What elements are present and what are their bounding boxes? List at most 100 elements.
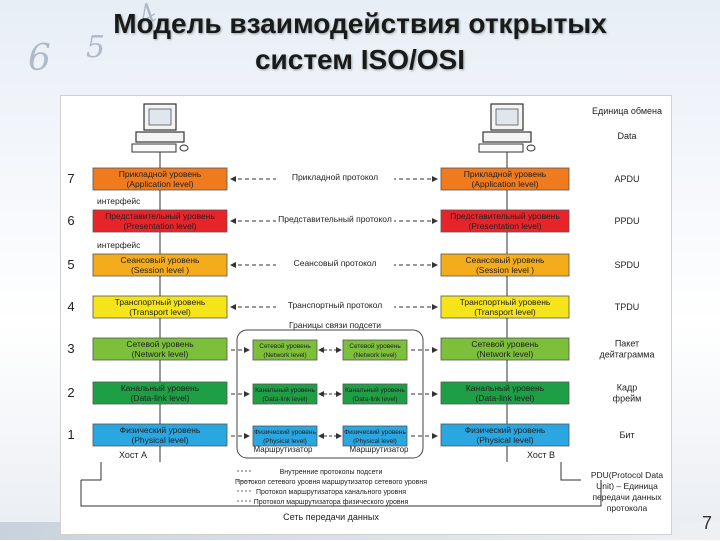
layer-number: 6 bbox=[67, 213, 74, 228]
host-a-layer-name: Сеансовый уровень bbox=[121, 255, 201, 265]
host-b-layer-en: (Presentation level) bbox=[468, 221, 541, 231]
host-b-computer-icon-screen bbox=[495, 108, 519, 126]
protocol-label-bg bbox=[276, 171, 394, 182]
pdu-label: SPDU bbox=[614, 260, 639, 270]
host-b-layer-name: Представительный уровень bbox=[450, 211, 560, 221]
host-a-layer-en: (Application level) bbox=[126, 179, 193, 189]
host-b-layer-name: Сеансовый уровень bbox=[466, 255, 546, 265]
host-b-layer-name: Сетевой уровень bbox=[471, 339, 539, 349]
unit-header-label: Единица обмена bbox=[592, 106, 662, 116]
host-a-layer-name: Физический уровень bbox=[120, 425, 201, 435]
unit-data-label: Data bbox=[617, 131, 636, 141]
router-2-layer-name: Сетевой уровень bbox=[349, 342, 401, 350]
pdu-note-line: протокола bbox=[607, 503, 648, 513]
layer-number: 4 bbox=[67, 299, 74, 314]
host-b-layer-box bbox=[440, 423, 570, 447]
network-label: Сеть передачи данных bbox=[283, 512, 379, 522]
host-a-layer-en: (Physical level) bbox=[131, 435, 188, 445]
host-b-layer-box bbox=[440, 209, 570, 233]
router-1-layer-name: Физический уровень bbox=[254, 428, 316, 436]
pdu-label: фрейм bbox=[613, 394, 642, 404]
pdu-label: Бит bbox=[619, 430, 634, 440]
host-b-layer-name: Физический уровень bbox=[465, 425, 546, 435]
host-a-layer-name: Сетевой уровень bbox=[126, 339, 194, 349]
router-1-layer-box bbox=[252, 425, 318, 447]
host-a-layer-en: (Network level) bbox=[132, 349, 189, 359]
host-a-layer-en: (Session level ) bbox=[131, 265, 189, 275]
host-b-layer-box bbox=[440, 253, 570, 277]
protocol-label: Транспортный протокол bbox=[288, 300, 383, 310]
network-line bbox=[80, 480, 602, 507]
protocol-label-bg bbox=[276, 213, 394, 224]
host-b-layer-box bbox=[440, 167, 570, 191]
pdu-label: TPDU bbox=[615, 302, 640, 312]
interface-label: интерфейс bbox=[97, 240, 141, 250]
internal-protocol-label: Протокол сетевого уровня маршрутизатор с… bbox=[235, 479, 427, 486]
host-b-layer-en: (Network level) bbox=[477, 349, 534, 359]
page-title: Модель взаимодействия открытых систем IS… bbox=[0, 6, 720, 78]
host-a-computer-icon-screen bbox=[148, 108, 172, 126]
host-b-layer-en: (Data-link level) bbox=[475, 393, 534, 403]
page-number: 7 bbox=[701, 513, 712, 533]
subnet-boundary-frame bbox=[236, 329, 424, 459]
host-b-layer-en: (Session level ) bbox=[476, 265, 534, 275]
layer-number: 5 bbox=[67, 257, 74, 272]
pdu-note-line: Unit) – Единица bbox=[596, 481, 658, 491]
protocol-label: Представительный протокол bbox=[278, 214, 392, 224]
router-1-layer-en: (Physical level) bbox=[263, 438, 307, 445]
router-2-layer-box bbox=[342, 425, 408, 447]
host-b-layer-name: Транспортный уровень bbox=[460, 297, 551, 307]
host-a-computer-icon-mouse bbox=[179, 144, 189, 152]
router-2-layer-box bbox=[342, 383, 408, 405]
host-a-layer-name: Транспортный уровень bbox=[115, 297, 206, 307]
host-a-layer-en: (Data-link level) bbox=[130, 393, 189, 403]
protocol-label: Прикладной протокол bbox=[292, 172, 378, 182]
router-2-layer-name: Канальный уровень bbox=[345, 386, 405, 394]
host-b-computer-icon-case bbox=[482, 131, 532, 143]
host-b-layer-box bbox=[440, 295, 570, 319]
pdu-note-line: PDU(Protocol Data bbox=[591, 470, 664, 480]
host-b-label: Хост В bbox=[527, 450, 555, 460]
pdu-label: дейтаграмма bbox=[600, 350, 655, 360]
internal-protocol-label: Внутренние протоколы подсети bbox=[280, 469, 383, 476]
pdu-note-line: передачи данных bbox=[592, 492, 662, 502]
protocol-label-bg bbox=[276, 299, 394, 310]
layer-number: 3 bbox=[67, 341, 74, 356]
host-a-layer-name: Представительный уровень bbox=[105, 211, 215, 221]
host-b-layer-box bbox=[440, 337, 570, 361]
router-1-layer-name: Канальный уровень bbox=[255, 386, 315, 394]
router-1-layer-box bbox=[252, 339, 318, 361]
host-b-layer-en: (Physical level) bbox=[476, 435, 533, 445]
router-2-layer-box bbox=[342, 339, 408, 361]
title-line-1: Модель взаимодействия открытых bbox=[113, 8, 607, 39]
router-1-layer-en: (Network level) bbox=[263, 352, 306, 359]
pdu-label: PPDU bbox=[614, 216, 639, 226]
interface-label: интерфейс bbox=[97, 196, 141, 206]
host-b-ground-line bbox=[560, 462, 581, 481]
host-b-layer-en: (Transport level) bbox=[474, 307, 536, 317]
router-2-layer-en: (Data-link level) bbox=[352, 396, 397, 403]
router-2-layer-name: Физический уровень bbox=[344, 428, 406, 436]
internal-protocol-label: Протокол маршрутизатора физического уров… bbox=[254, 499, 409, 506]
host-b-layer-name: Канальный уровень bbox=[466, 383, 545, 393]
router-2-layer-en: (Physical level) bbox=[353, 438, 397, 445]
title-line-2: систем ISO/OSI bbox=[254, 44, 465, 75]
subnet-boundary-label: Границы связи подсети bbox=[289, 320, 381, 330]
host-a-computer-icon-keyboard bbox=[131, 143, 177, 153]
router-1-layer-en: (Data-link level) bbox=[262, 396, 307, 403]
decorative-digit: 6 bbox=[28, 38, 51, 79]
host-b-layer-name: Прикладной уровень bbox=[464, 169, 547, 179]
protocol-label: Сеансовый протокол bbox=[294, 258, 377, 268]
host-b-layer-box bbox=[440, 381, 570, 405]
host-a-layer-name: Прикладной уровень bbox=[119, 169, 202, 179]
pdu-label: Кадр bbox=[617, 383, 638, 393]
pdu-label: Пакет bbox=[615, 339, 639, 349]
host-b-computer-icon-keyboard bbox=[478, 143, 524, 153]
layer-number: 2 bbox=[67, 385, 74, 400]
host-a-layer-name: Канальный уровень bbox=[121, 383, 200, 393]
host-b-computer-icon-mouse bbox=[526, 144, 536, 152]
host-a-label: Хост А bbox=[119, 450, 147, 460]
host-a-computer-icon-case bbox=[135, 131, 185, 143]
